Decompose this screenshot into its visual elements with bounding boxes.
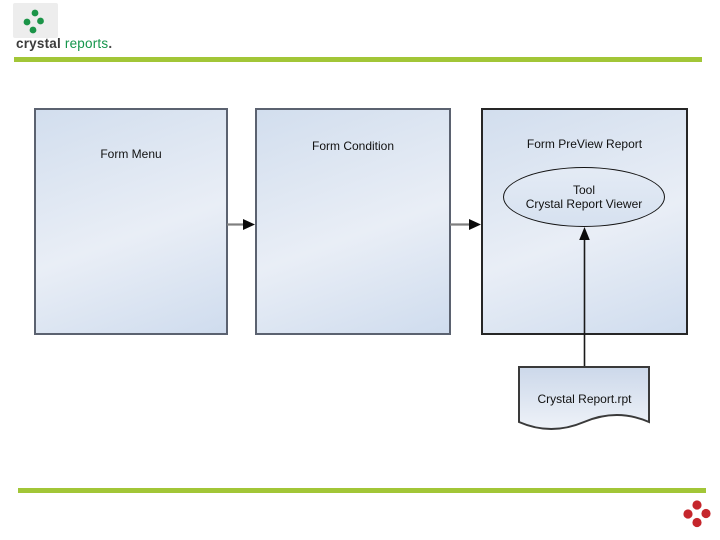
crystal-reports-logo: crystal reports. — [16, 36, 112, 51]
arrow-menu-to-condition — [227, 219, 255, 230]
flow-box-form-condition: Form Condition — [255, 108, 451, 335]
tool-ellipse-line2: Crystal Report Viewer — [525, 197, 643, 211]
logo-word-crystal: crystal — [16, 36, 61, 51]
flow-box-form-menu: Form Menu — [34, 108, 228, 335]
arrow-condition-to-preview — [450, 219, 481, 230]
footer-rule — [18, 488, 706, 493]
logo-word-reports: reports — [60, 36, 109, 51]
tool-ellipse: Tool Crystal Report Viewer — [503, 167, 665, 227]
form-menu-label: Form Menu — [100, 147, 162, 161]
document-label: Crystal Report.rpt — [537, 392, 632, 406]
clover-red-icon — [683, 500, 711, 528]
form-preview-report-label: Form PreView Report — [526, 137, 643, 151]
tool-ellipse-line1: Tool — [572, 182, 595, 197]
header-rule — [14, 57, 702, 62]
form-condition-label: Form Condition — [311, 139, 395, 153]
logo-suffix: . — [108, 36, 113, 51]
document-shape — [518, 366, 650, 430]
arrow-document-to-ellipse — [579, 227, 590, 368]
crystal-clover-icon — [13, 3, 58, 38]
